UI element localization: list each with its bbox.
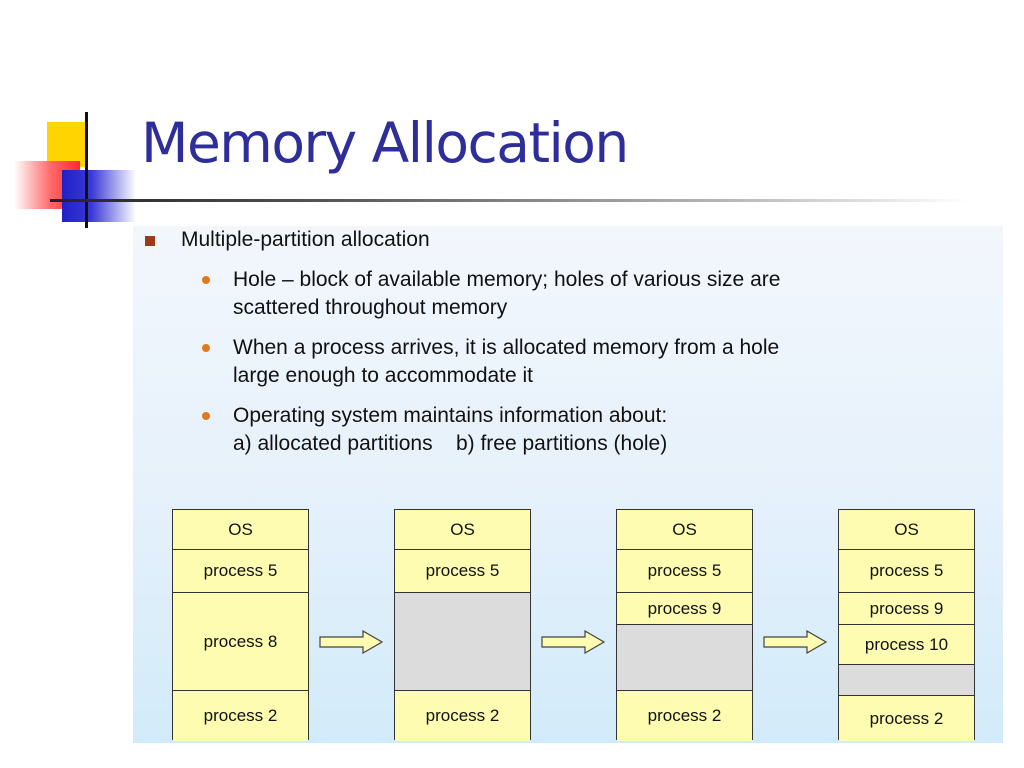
memory-partition: process 9 [617,592,752,624]
memory-partition: OS [395,510,530,549]
memory-partition: process 2 [617,690,752,741]
decorative-block [47,122,85,167]
memory-partition: process 8 [173,592,308,690]
right-arrow-icon [763,630,827,654]
dot-bullet-icon [202,412,210,420]
memory-partition: process 10 [839,624,974,664]
sub-bullet-line: a) allocated partitions b) free partitio… [233,432,668,455]
sub-bullet-line: large enough to accommodate it [233,364,534,387]
sub-bullet-line: Operating system maintains information a… [233,404,668,427]
decorative-block [62,170,136,222]
content-panel: Multiple-partition allocation Hole – blo… [133,226,1003,743]
memory-partition: OS [617,510,752,549]
dot-bullet-icon [202,276,210,284]
title-underline [50,199,970,202]
sub-bullet-line: When a process arrives, it is allocated … [233,336,780,359]
memory-partition: process 5 [839,549,974,592]
memory-partition: process 5 [395,549,530,592]
right-arrow-icon [319,630,383,654]
memory-partition: process 2 [173,690,308,741]
memory-partition: process 2 [839,695,974,741]
memory-partition: OS [173,510,308,549]
memory-partition: process 5 [173,549,308,592]
memory-partition: process 2 [395,690,530,741]
memory-hole [617,624,752,690]
bullet-text: Multiple-partition allocation [181,228,430,251]
sub-bullet: When a process arrives, it is allocated … [202,334,973,390]
memory-partition: process 9 [839,592,974,624]
memory-hole [839,664,974,695]
sub-bullet-line: scattered throughout memory [233,296,508,319]
square-bullet-icon [145,236,155,246]
slide-title: Memory Allocation [141,111,629,175]
sub-bullet: Hole – block of available memory; holes … [202,266,973,322]
memory-hole [395,592,530,690]
memory-partition: OS [839,510,974,549]
right-arrow-icon [541,630,605,654]
sub-bullet-line: Hole – block of available memory; holes … [233,268,781,291]
dot-bullet-icon [202,344,210,352]
memory-partition: process 5 [617,549,752,592]
sub-bullet: Operating system maintains information a… [202,402,973,458]
decorative-line [85,112,88,228]
